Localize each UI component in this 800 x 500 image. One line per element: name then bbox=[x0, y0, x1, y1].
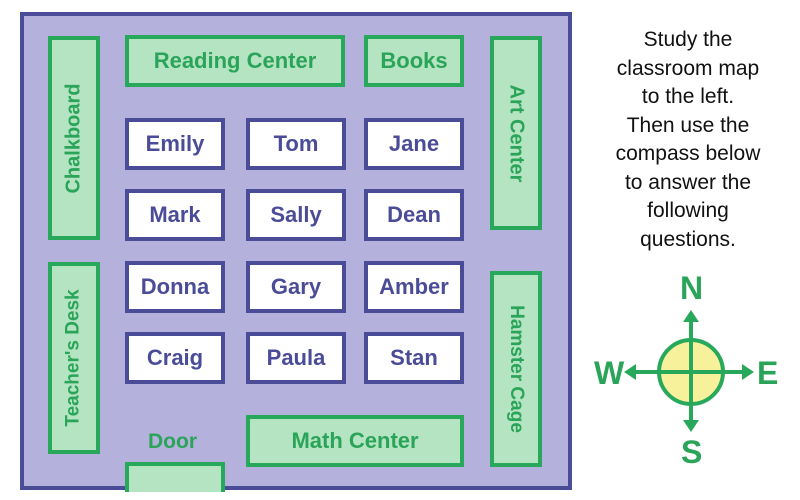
desk-label: Emily bbox=[145, 131, 205, 156]
desk-label: Paula bbox=[266, 345, 326, 370]
desk-jane: Jane bbox=[364, 118, 464, 170]
door bbox=[125, 462, 225, 492]
compass-north-label: N bbox=[680, 270, 704, 306]
desk-label: Craig bbox=[146, 345, 204, 370]
desk-sally: Sally bbox=[246, 189, 346, 241]
desk-dean: Dean bbox=[364, 189, 464, 241]
desk-label: Amber bbox=[379, 274, 449, 299]
math-center: Math Center bbox=[246, 415, 464, 467]
desk-label: Dean bbox=[387, 202, 441, 227]
teachers-desk: Teacher's Desk bbox=[48, 262, 100, 454]
compass-east-label: E bbox=[757, 355, 779, 391]
compass-west-label: W bbox=[594, 355, 625, 391]
desk-label: Mark bbox=[149, 202, 201, 227]
desk-label: Gary bbox=[270, 274, 322, 299]
desk-label: Stan bbox=[390, 345, 438, 370]
chalkboard-label: Chalkboard bbox=[62, 82, 85, 194]
desk-emily: Emily bbox=[125, 118, 225, 170]
classroom-map bbox=[20, 12, 572, 490]
books-label: Books bbox=[380, 48, 448, 73]
desk-amber: Amber bbox=[364, 261, 464, 313]
arrow-south bbox=[683, 420, 699, 432]
chalkboard: Chalkboard bbox=[48, 36, 100, 240]
art-center-label: Art Center bbox=[505, 84, 528, 182]
hamster-cage-label: Hamster Cage bbox=[506, 305, 527, 433]
reading-center: Reading Center bbox=[125, 35, 345, 87]
desk-label: Donna bbox=[140, 274, 210, 299]
desk-label: Jane bbox=[388, 131, 440, 156]
desk-mark: Mark bbox=[125, 189, 225, 241]
instructions-text: Study the classroom map to the left. The… bbox=[615, 28, 761, 251]
desk-stan: Stan bbox=[364, 332, 464, 384]
compass-south-label: S bbox=[681, 434, 703, 470]
arrow-east bbox=[742, 364, 754, 380]
arrow-north bbox=[683, 310, 699, 322]
math-center-label: Math Center bbox=[291, 428, 419, 453]
reading-center-label: Reading Center bbox=[153, 48, 317, 73]
art-center: Art Center bbox=[490, 36, 542, 230]
desk-paula: Paula bbox=[246, 332, 346, 384]
compass-rose bbox=[624, 310, 754, 432]
desk-gary: Gary bbox=[246, 261, 346, 313]
hamster-cage: Hamster Cage bbox=[490, 271, 542, 467]
desk-tom: Tom bbox=[246, 118, 346, 170]
teachers-desk-label: Teacher's Desk bbox=[63, 289, 84, 427]
desk-donna: Donna bbox=[125, 261, 225, 313]
desk-craig: Craig bbox=[125, 332, 225, 384]
door-label: Door bbox=[148, 430, 197, 453]
desk-label: Tom bbox=[273, 131, 319, 156]
arrow-west bbox=[624, 364, 636, 380]
desk-label: Sally bbox=[270, 202, 322, 227]
books: Books bbox=[364, 35, 464, 87]
